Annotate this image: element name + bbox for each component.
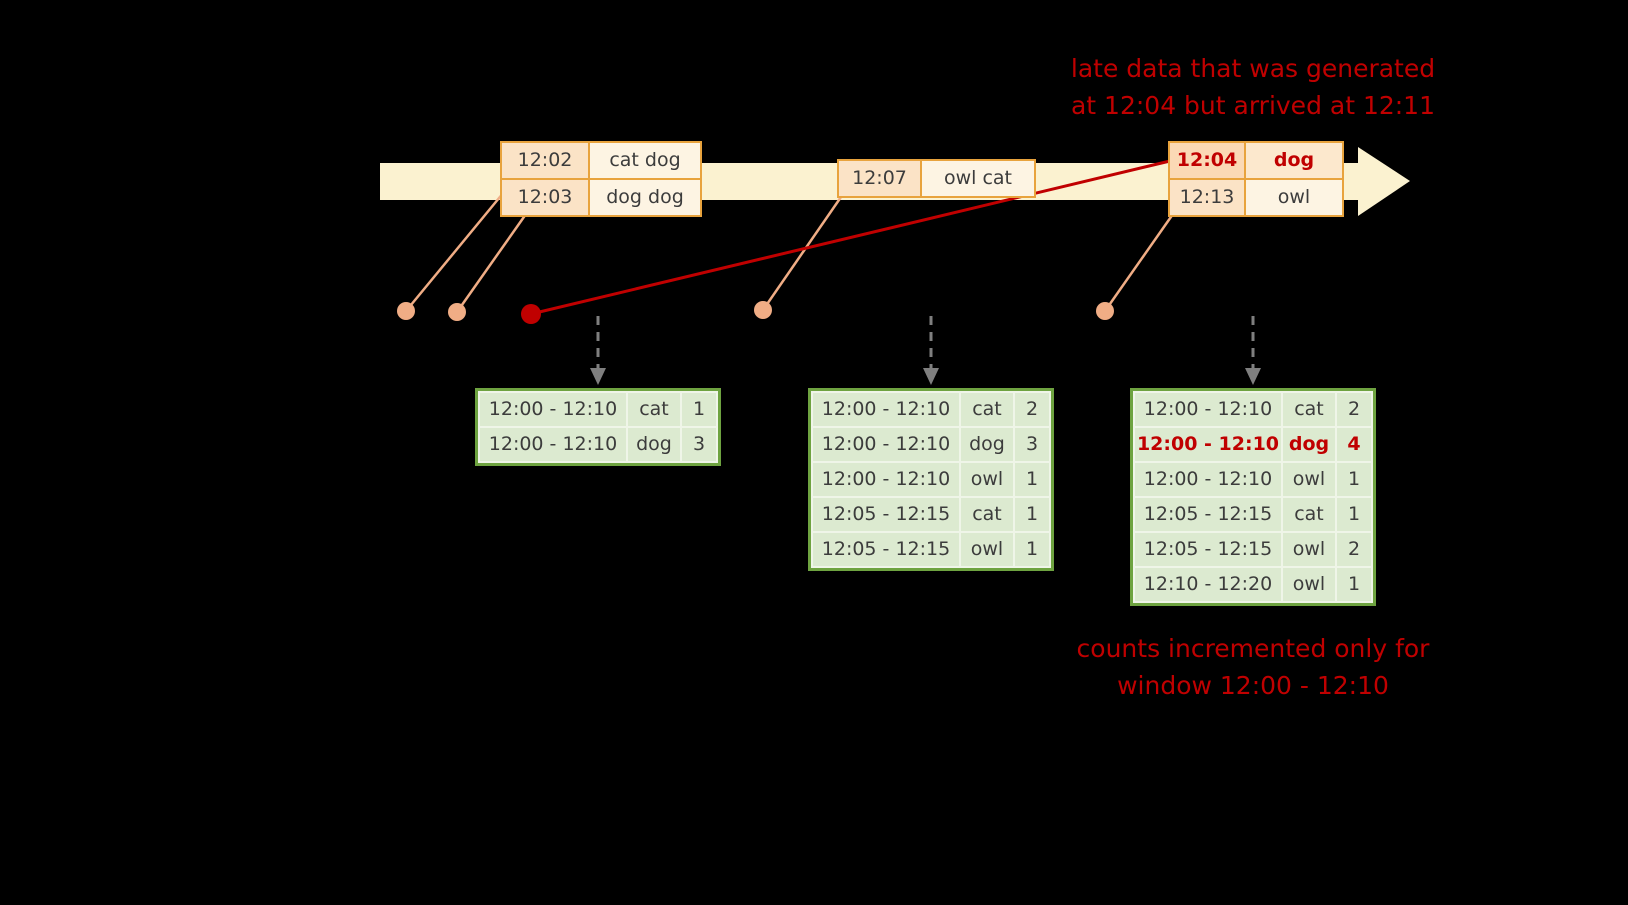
word-cell: owl [1283,533,1335,566]
event-time-cell: 12:13 [1170,180,1246,215]
count-cell: 4 [1337,428,1371,461]
count-cell: 1 [1015,533,1049,566]
window-cell: 12:00 - 12:10 [1135,463,1281,496]
event-dot [448,303,466,321]
event-dot [397,302,415,320]
trigger-arrow [590,316,606,385]
window-cell: 12:00 - 12:10 [813,463,959,496]
count-cell: 2 [1337,533,1371,566]
event-words-cell: owl cat [922,161,1034,196]
event-words-cell: dog [1246,143,1342,178]
word-cell: owl [961,463,1013,496]
count-cell: 1 [1015,498,1049,531]
trigger-arrowhead [923,368,939,385]
word-cell: dog [961,428,1013,461]
word-cell: cat [1283,393,1335,426]
trigger-arrow [1245,316,1261,385]
word-cell: dog [628,428,680,461]
count-cell: 1 [1015,463,1049,496]
window-cell: 12:10 - 12:20 [1135,568,1281,601]
late-data-note-line2: at 12:04 but arrived at 12:11 [1070,91,1435,120]
late-event-dot [521,304,541,324]
word-cell: dog [1283,428,1335,461]
count-cell: 1 [1337,498,1371,531]
word-cell: owl [961,533,1013,566]
word-cell: cat [1283,498,1335,531]
word-cell: owl [1283,463,1335,496]
late-data-note: late data that was generated at 12:04 bu… [1023,50,1483,124]
connector-line [405,191,505,312]
trigger-arrowhead [1245,368,1261,385]
connector-line [455,213,528,313]
event-time-cell: 12:03 [502,180,590,215]
word-cell: cat [961,498,1013,531]
count-cell: 2 [1337,393,1371,426]
window-cell: 12:05 - 12:15 [1135,533,1281,566]
trigger-arrowhead [590,368,606,385]
connector-line [761,196,843,311]
window-cell: 12:00 - 12:10 [1135,393,1281,426]
count-cell: 3 [1015,428,1049,461]
event-time-cell: 12:04 [1170,143,1246,178]
late-data-connector-line [530,159,1171,316]
event-words-cell: owl [1246,180,1342,215]
count-cell: 2 [1015,393,1049,426]
window-cell: 12:05 - 12:15 [1135,498,1281,531]
counts-note: counts incremented only for window 12:00… [1023,630,1483,704]
window-cell: 12:05 - 12:15 [813,533,959,566]
timeline-arrowhead [1358,147,1410,216]
event-dot [1096,302,1114,320]
count-cell: 1 [1337,463,1371,496]
event-time-cell: 12:07 [839,161,922,196]
word-cell: owl [1283,568,1335,601]
late-data-note-line1: late data that was generated [1070,54,1436,83]
counts-note-line1: counts incremented only for [1076,634,1430,663]
trigger-arrow [923,316,939,385]
window-cell: 12:00 - 12:10 [813,428,959,461]
window-cell: 12:05 - 12:15 [813,498,959,531]
word-cell: cat [628,393,680,426]
connector-line [1103,213,1175,312]
count-cell: 1 [682,393,716,426]
window-cell: 12:00 - 12:10 [480,428,626,461]
event-time-cell: 12:02 [502,143,590,178]
count-cell: 1 [1337,568,1371,601]
window-cell: 12:00 - 12:10 [1135,428,1281,461]
counts-note-line2: window 12:00 - 12:10 [1117,671,1389,700]
event-words-cell: cat dog [590,143,700,178]
window-cell: 12:00 - 12:10 [480,393,626,426]
count-cell: 3 [682,428,716,461]
window-cell: 12:00 - 12:10 [813,393,959,426]
event-dot [754,301,772,319]
event-words-cell: dog dog [590,180,700,215]
word-cell: cat [961,393,1013,426]
